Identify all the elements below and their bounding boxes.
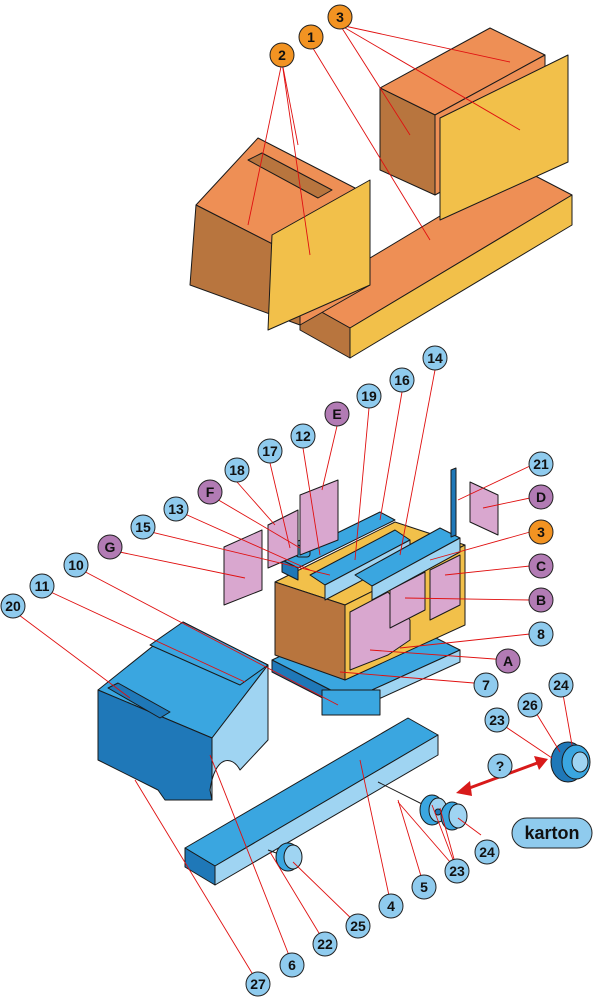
svg-text:15: 15 — [135, 519, 151, 535]
blue-chassis-beam — [184, 717, 439, 886]
svg-text:8: 8 — [537, 626, 545, 642]
svg-text:A: A — [503, 653, 513, 669]
callout-21: 21 — [528, 451, 554, 477]
callout-19: 19 — [356, 383, 382, 409]
blue-strip — [450, 467, 457, 538]
svg-text:16: 16 — [394, 372, 410, 388]
callout-A: A — [495, 648, 521, 674]
svg-text:karton: karton — [524, 823, 579, 843]
callout-24-bottom: 24 — [474, 839, 500, 865]
svg-text:?: ? — [496, 758, 505, 774]
karton-label: karton — [511, 817, 593, 849]
svg-text:19: 19 — [361, 388, 377, 404]
svg-text:14: 14 — [427, 350, 443, 366]
svg-text:13: 13 — [168, 501, 184, 517]
callout-27: 27 — [245, 971, 271, 997]
callout-1: 1 — [298, 24, 324, 50]
svg-text:1: 1 — [307, 29, 315, 45]
svg-text:5: 5 — [420, 879, 428, 895]
blue-cab — [97, 621, 269, 801]
callout-5: 5 — [411, 874, 437, 900]
blue-assembly: 14 16 19 E 12 17 18 F 13 15 G 10 11 20 2… — [0, 345, 593, 997]
svg-text:E: E — [332, 406, 341, 422]
svg-text:2: 2 — [278, 47, 286, 63]
callout-6: 6 — [279, 952, 305, 978]
svg-text:D: D — [536, 489, 546, 505]
svg-text:4: 4 — [387, 898, 395, 914]
callout-13: 13 — [163, 496, 189, 522]
svg-text:20: 20 — [5, 598, 21, 614]
svg-text:3: 3 — [537, 524, 545, 540]
callout-15: 15 — [130, 514, 156, 540]
callout-question: ? — [487, 753, 513, 779]
blue-leaders — [10, 369, 573, 984]
svg-text:26: 26 — [522, 697, 538, 713]
svg-text:C: C — [536, 558, 546, 574]
callout-4: 4 — [378, 893, 404, 919]
callout-24-top: 24 — [548, 672, 574, 698]
svg-text:24: 24 — [479, 844, 495, 860]
callout-25: 25 — [345, 913, 371, 939]
callout-7: 7 — [473, 672, 499, 698]
svg-text:F: F — [206, 484, 215, 500]
callout-3-top: 3 — [327, 4, 353, 30]
svg-text:24: 24 — [553, 677, 569, 693]
callout-D: D — [528, 484, 554, 510]
orange-assembly: 2 1 3 — [189, 4, 573, 359]
callout-3: 3 — [528, 519, 554, 545]
svg-text:17: 17 — [262, 443, 278, 459]
callout-16: 16 — [389, 367, 415, 393]
callout-11: 11 — [29, 573, 55, 599]
callout-23-top: 23 — [484, 707, 510, 733]
orange-rear-block — [379, 27, 569, 221]
svg-text:G: G — [105, 539, 116, 555]
svg-text:18: 18 — [229, 462, 245, 478]
callout-22: 22 — [312, 931, 338, 957]
svg-text:23: 23 — [449, 863, 465, 879]
svg-text:22: 22 — [317, 936, 333, 952]
callout-10: 10 — [63, 552, 89, 578]
svg-text:B: B — [536, 592, 546, 608]
callout-26: 26 — [517, 692, 543, 718]
right-wheel-assembly — [377, 781, 468, 831]
callout-F: F — [197, 479, 223, 505]
svg-text:23: 23 — [489, 712, 505, 728]
svg-text:11: 11 — [35, 578, 50, 594]
orange-cab-block — [189, 137, 371, 331]
callout-23-bottom: 23 — [444, 858, 470, 884]
svg-text:25: 25 — [350, 918, 366, 934]
pink-panels — [223, 479, 499, 606]
svg-text:7: 7 — [482, 677, 490, 693]
callout-C: C — [528, 553, 554, 579]
callout-20: 20 — [0, 593, 26, 619]
svg-text:3: 3 — [336, 9, 344, 25]
callout-18: 18 — [224, 457, 250, 483]
detached-wheel — [550, 741, 591, 783]
svg-text:12: 12 — [295, 428, 311, 444]
left-wheel — [267, 842, 303, 872]
svg-text:6: 6 — [288, 957, 296, 973]
svg-text:10: 10 — [68, 557, 84, 573]
callout-17: 17 — [257, 438, 283, 464]
callout-B: B — [528, 587, 554, 613]
callout-12: 12 — [290, 423, 316, 449]
svg-text:27: 27 — [250, 976, 266, 992]
svg-text:21: 21 — [533, 456, 549, 472]
callout-G: G — [97, 534, 123, 560]
callout-2: 2 — [269, 42, 295, 68]
callout-E: E — [324, 401, 350, 427]
callout-14: 14 — [422, 345, 448, 371]
callout-8: 8 — [528, 621, 554, 647]
orange-leaders — [247, 24, 521, 256]
